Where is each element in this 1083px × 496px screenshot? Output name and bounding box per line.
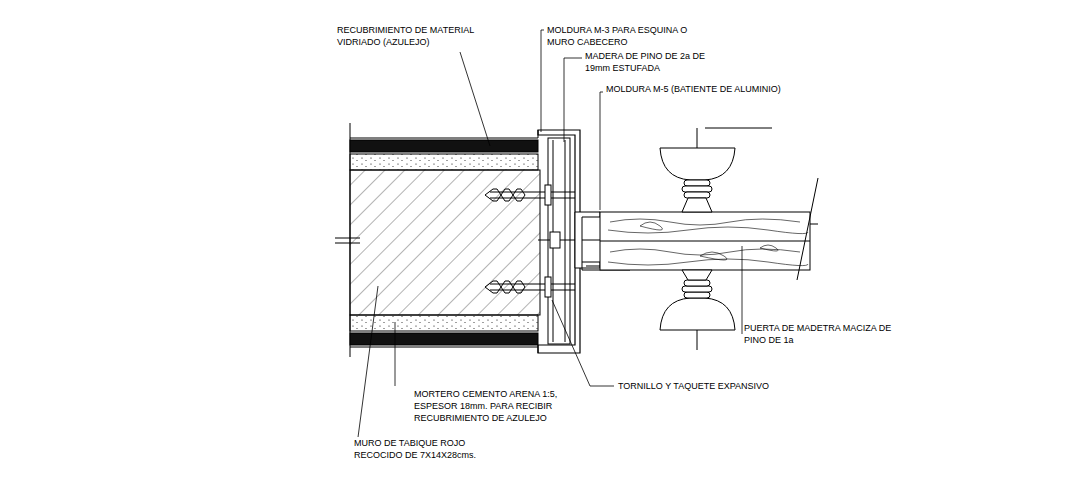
- callout-label: MOLDURA M-5 (BATIENTE DE ALUMINIO): [606, 83, 826, 95]
- callout-label: MADERA DE PINO DE 2a DE 19mm ESTUFADA: [585, 50, 725, 74]
- callout-label: TORNILLO Y TAQUETE EXPANSIVO: [618, 380, 818, 392]
- callout-label: MORTERO CEMENTO ARENA 1:5, ESPESOR 18mm.…: [414, 388, 574, 424]
- callout-label: MOLDURA M-3 PARA ESQUINA O MURO CABECERO: [547, 24, 713, 48]
- callout-label: MURO DE TABIQUE ROJO RECOCIDO DE 7X14X28…: [354, 437, 506, 461]
- callout-label: PUERTA DE MADETRA MACIZA DE PINO DE 1a: [744, 322, 896, 346]
- callout-label: RECUBRIMIENTO DE MATERIAL VIDRIADO (AZUL…: [337, 24, 495, 48]
